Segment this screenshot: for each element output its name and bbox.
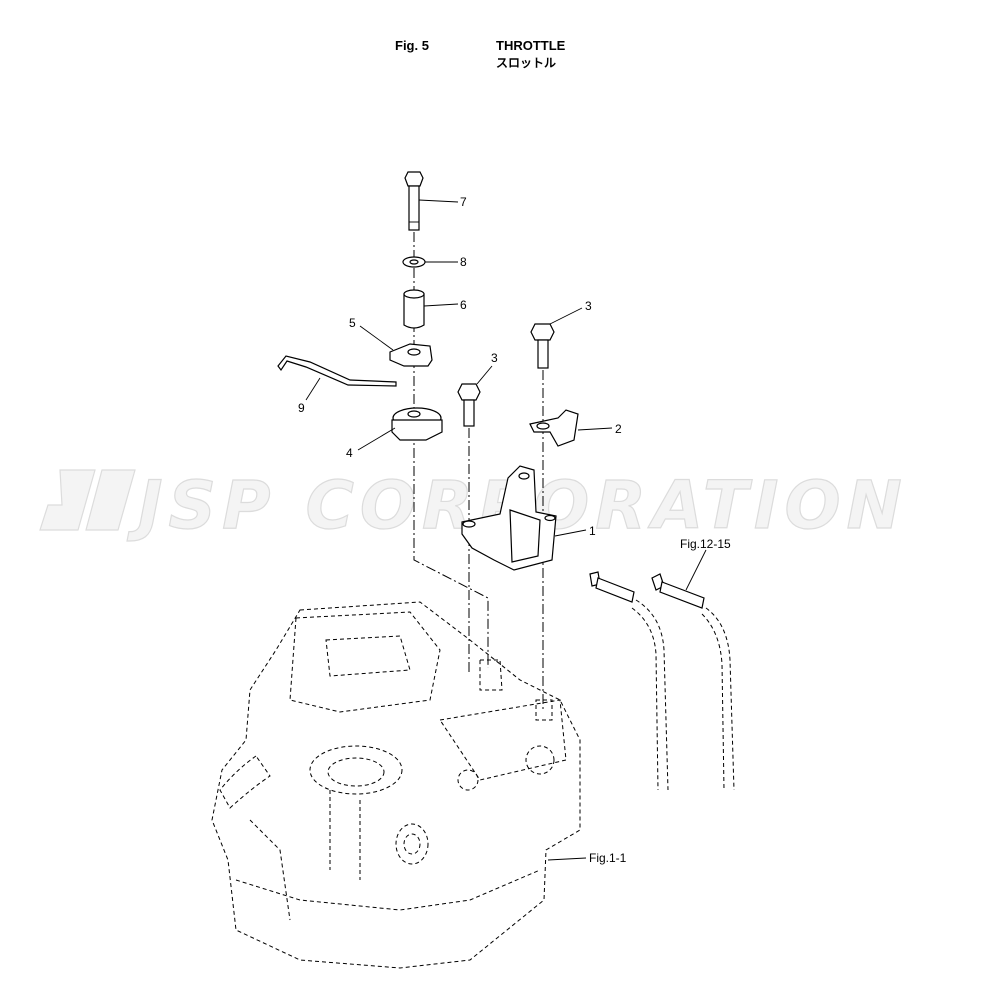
callout-3b: 3	[585, 299, 592, 313]
part-5-throttle-arm	[389, 343, 433, 367]
part-4-throttle-cam	[391, 407, 443, 441]
figure-number: Fig. 5	[395, 38, 429, 53]
callout-7: 7	[460, 195, 467, 209]
part-1-bracket	[461, 465, 557, 571]
leader-lines	[305, 199, 707, 861]
part-3b-bolt	[530, 323, 555, 369]
callout-2: 2	[615, 422, 622, 436]
callout-9: 9	[298, 401, 305, 415]
callout-8: 8	[460, 255, 467, 269]
callout-labels: 1 2 3 3 4 5 6 7 8 9 Fig.12-15 Fig.1-1	[298, 195, 731, 865]
part-6-collar	[403, 289, 425, 329]
callout-6: 6	[460, 298, 467, 312]
reference-engine: Fig.1-1	[589, 851, 627, 865]
callout-4: 4	[346, 446, 353, 460]
engine-block-outline	[211, 601, 581, 969]
callout-5: 5	[349, 316, 356, 330]
callout-3a: 3	[491, 351, 498, 365]
callout-1: 1	[589, 524, 596, 538]
throttle-cables	[589, 571, 735, 791]
part-3a-bolt	[457, 383, 481, 427]
reference-cables: Fig.12-15	[680, 537, 731, 551]
part-7-bolt	[404, 171, 424, 231]
watermark-logo-icon	[39, 469, 136, 531]
alignment-line-bolt7	[413, 232, 489, 668]
page-title: THROTTLE	[496, 38, 566, 53]
part-2-clip	[529, 409, 579, 447]
part-8-washer	[402, 256, 426, 268]
part-9-link-rod	[277, 355, 397, 387]
page-title-japanese: スロットル	[496, 56, 557, 70]
